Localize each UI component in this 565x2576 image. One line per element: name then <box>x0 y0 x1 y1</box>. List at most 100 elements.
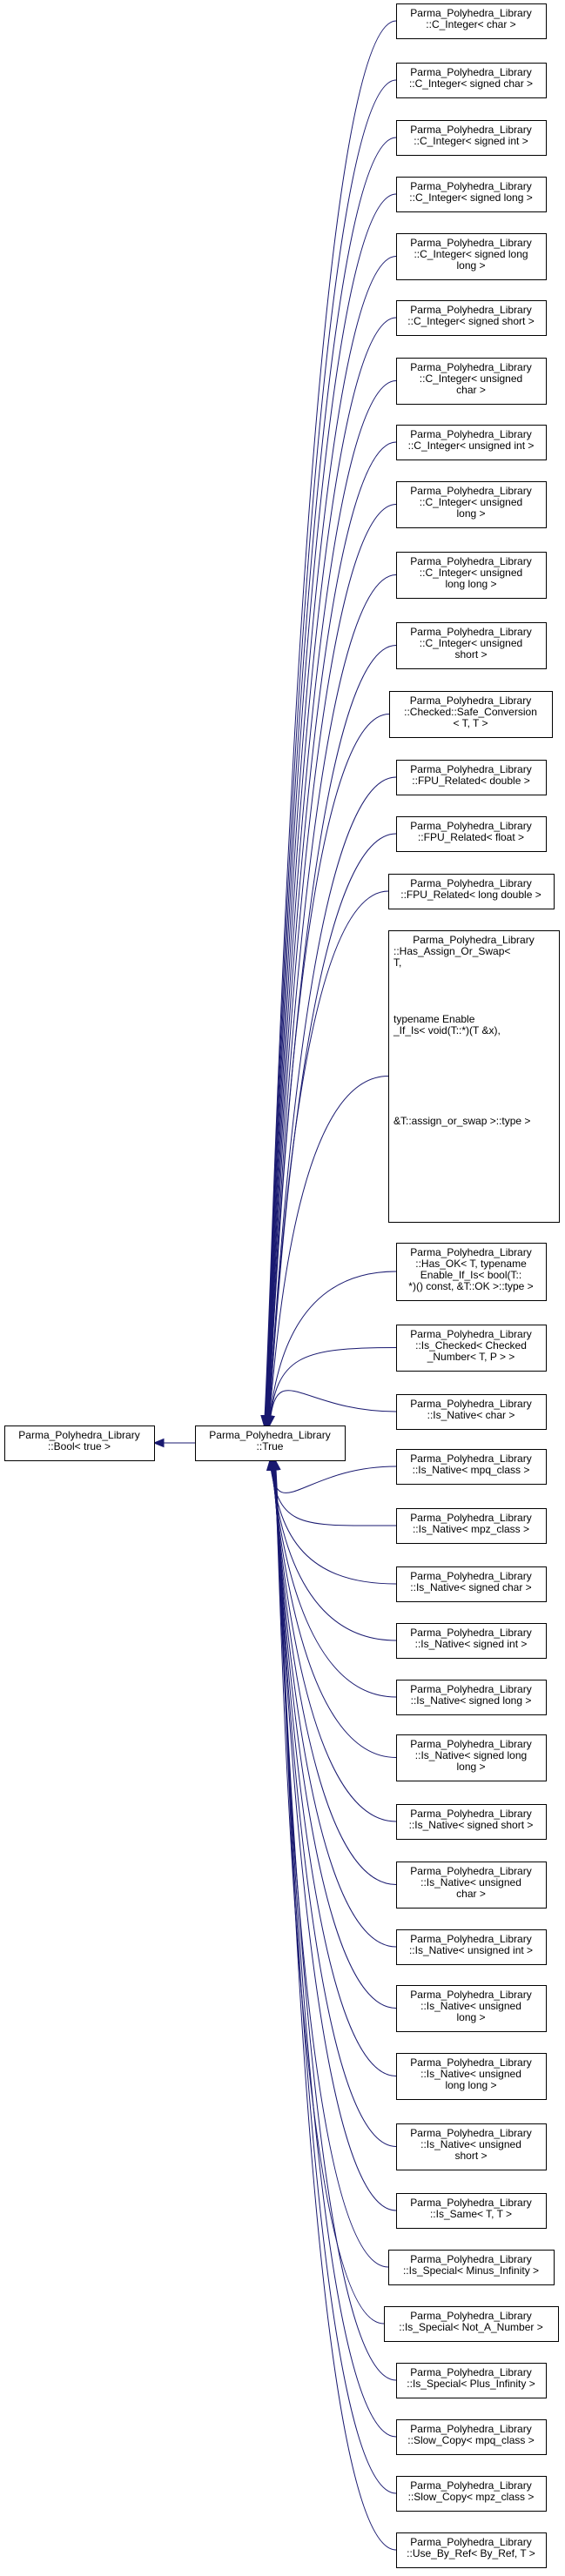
class-node-derived[interactable]: Parma_Polyhedra_Library::C_Integer< unsi… <box>396 425 547 460</box>
class-node-derived[interactable]: Parma_Polyhedra_Library::Is_Native< sign… <box>396 1804 547 1840</box>
node-box <box>195 1426 346 1461</box>
class-node-derived[interactable]: Parma_Polyhedra_Library::Is_Native< mpz_… <box>396 1508 547 1544</box>
class-node-derived[interactable]: Parma_Polyhedra_Library::Slow_Copy< mpz_… <box>396 2476 547 2512</box>
class-node-derived[interactable]: Parma_Polyhedra_Library::Is_Special< Not… <box>384 2306 559 2342</box>
class-node-derived[interactable]: Parma_Polyhedra_Library::Use_By_Ref< By_… <box>396 2532 547 2568</box>
node-box <box>396 2419 547 2455</box>
class-node-derived[interactable]: Parma_Polyhedra_Library::Is_Native< unsi… <box>396 2123 547 2170</box>
node-box <box>396 622 547 669</box>
node-label-line: typename Enable <box>393 1013 475 1025</box>
node-label-line: ::C_Integer< signed long > <box>409 191 532 204</box>
class-node-true[interactable]: Parma_Polyhedra_Library::True <box>195 1426 346 1461</box>
inheritance-edge <box>268 1347 397 1426</box>
node-box <box>396 2476 547 2512</box>
node-label-line: Parma_Polyhedra_Library <box>410 1738 531 1750</box>
node-label-line: ::Is_Native< unsigned <box>420 2138 521 2150</box>
node-label-line: _Number< T, P > > <box>427 1351 515 1363</box>
node-label-line: long > <box>456 2011 485 2023</box>
class-node-derived[interactable]: Parma_Polyhedra_Library::C_Integer< sign… <box>396 233 547 280</box>
node-label-line: Parma_Polyhedra_Library <box>410 1683 531 1695</box>
node-label-line: &T::assign_or_swap >::type > <box>393 1115 530 1127</box>
class-node-derived[interactable]: Parma_Polyhedra_Library::Has_Assign_Or_S… <box>388 930 560 1223</box>
node-box <box>396 1929 547 1965</box>
class-node-derived[interactable]: Parma_Polyhedra_Library::FPU_Related< do… <box>396 760 547 795</box>
node-label-line: Parma_Polyhedra_Library <box>410 1808 531 1820</box>
class-node-derived[interactable]: Parma_Polyhedra_Library::C_Integer< unsi… <box>396 552 547 599</box>
class-node-derived[interactable]: Parma_Polyhedra_Library::Is_Special< Plu… <box>396 2363 547 2398</box>
node-label-line: ::C_Integer< signed int > <box>414 135 528 147</box>
node-label-line: Parma_Polyhedra_Library <box>410 1627 531 1639</box>
class-node-derived[interactable]: Parma_Polyhedra_Library::Is_Native< sign… <box>396 1566 547 1602</box>
node-label-line: ::Is_Native< signed char > <box>410 1581 531 1593</box>
inheritance-edge <box>274 1459 397 2494</box>
inheritance-edge <box>273 1459 397 2381</box>
class-node-derived[interactable]: Parma_Polyhedra_Library::C_Integer< sign… <box>396 300 547 336</box>
class-node-derived[interactable]: Parma_Polyhedra_Library::Slow_Copy< mpq_… <box>396 2419 547 2455</box>
inheritance-edge <box>272 1459 397 1948</box>
node-box <box>396 1394 547 1430</box>
node-label-line: ::C_Integer< unsigned <box>420 637 522 649</box>
class-node-derived[interactable]: Parma_Polyhedra_Library::C_Integer< sign… <box>396 120 547 156</box>
node-label-line: Parma_Polyhedra_Library <box>410 485 531 497</box>
class-node-derived[interactable]: Parma_Polyhedra_Library::Checked::Safe_C… <box>389 691 553 738</box>
node-box <box>396 2363 547 2398</box>
class-node-derived[interactable]: Parma_Polyhedra_Library::C_Integer< unsi… <box>396 481 547 528</box>
node-label-line: ::Is_Native< unsigned int > <box>409 1944 533 1956</box>
inheritance-edge <box>269 1459 397 1493</box>
node-label-line: Parma_Polyhedra_Library <box>410 1452 531 1465</box>
node-label-line: ::FPU_Related< long double > <box>400 889 541 901</box>
node-label-line: Parma_Polyhedra_Library <box>410 626 531 638</box>
class-node-derived[interactable]: Parma_Polyhedra_Library::C_Integer< sign… <box>396 177 547 212</box>
class-node-derived[interactable]: Parma_Polyhedra_Library::C_Integer< unsi… <box>396 622 547 669</box>
node-label-line: ::Is_Native< char > <box>427 1409 515 1421</box>
node-label-line: ::Is_Native< unsigned <box>420 2000 521 2012</box>
inheritance-edges <box>152 20 397 2551</box>
node-label-line: Parma_Polyhedra_Library <box>410 2056 531 2069</box>
node-label-line: Parma_Polyhedra_Library <box>410 1989 531 2001</box>
class-node-derived[interactable]: Parma_Polyhedra_Library::Is_Checked< Che… <box>396 1325 547 1372</box>
class-node-derived[interactable]: Parma_Polyhedra_Library::Is_Native< unsi… <box>396 1862 547 1909</box>
class-node-derived[interactable]: Parma_Polyhedra_Library::Is_Native< unsi… <box>396 1985 547 2032</box>
class-node-derived[interactable]: Parma_Polyhedra_Library::C_Integer< unsi… <box>396 358 547 405</box>
class-node-bool-true[interactable]: Parma_Polyhedra_Library::Bool< true > <box>4 1426 155 1461</box>
inheritance-edge <box>271 1459 397 1822</box>
node-label-line: Parma_Polyhedra_Library <box>410 820 531 832</box>
node-box <box>384 2306 559 2342</box>
node-label-line: ::Is_Checked< Checked <box>415 1339 527 1352</box>
node-label-line: Parma_Polyhedra_Library <box>410 1398 531 1410</box>
class-node-derived[interactable]: Parma_Polyhedra_Library::Is_Native< char… <box>396 1394 547 1430</box>
node-label-line: ::Is_Native< mpz_class > <box>413 1523 529 1535</box>
class-node-derived[interactable]: Parma_Polyhedra_Library::Is_Native< mpq_… <box>396 1449 547 1485</box>
node-box <box>396 1325 547 1372</box>
node-label-line: ::Is_Native< signed long > <box>411 1694 532 1707</box>
node-box <box>396 233 547 280</box>
node-label-line: Parma_Polyhedra_Library <box>410 877 531 889</box>
class-node-derived[interactable]: Parma_Polyhedra_Library::Is_Native< unsi… <box>396 2053 547 2100</box>
node-label-line: ::Is_Special< Plus_Infinity > <box>407 2378 535 2390</box>
class-node-derived[interactable]: Parma_Polyhedra_Library::Is_Native< unsi… <box>396 1929 547 1965</box>
node-box <box>396 481 547 528</box>
class-node-derived[interactable]: Parma_Polyhedra_Library::FPU_Related< lo… <box>388 874 555 909</box>
node-label-line: Parma_Polyhedra_Library <box>410 2366 531 2378</box>
inheritance-edge <box>272 1459 397 2076</box>
node-label-line: *)() const, &T::OK >::type > <box>408 1280 533 1292</box>
node-box <box>396 552 547 599</box>
class-node-derived[interactable]: Parma_Polyhedra_Library::Is_Native< sign… <box>396 1734 547 1781</box>
node-label-line: Parma_Polyhedra_Library <box>410 2310 531 2322</box>
node-label-line: Parma_Polyhedra_Library <box>410 2423 531 2435</box>
node-label-line: T, <box>393 956 401 969</box>
node-box <box>396 1243 547 1301</box>
class-node-derived[interactable]: Parma_Polyhedra_Library::Is_Same< T, T > <box>396 2193 547 2229</box>
class-node-derived[interactable]: Parma_Polyhedra_Library::Has_OK< T, type… <box>396 1243 547 1301</box>
node-label-line: ::C_Integer< signed char > <box>409 77 533 90</box>
class-node-derived[interactable]: Parma_Polyhedra_Library::C_Integer< char… <box>396 3 547 39</box>
node-label-line: Parma_Polyhedra_Library <box>410 180 531 192</box>
class-node-derived[interactable]: Parma_Polyhedra_Library::Is_Native< sign… <box>396 1623 547 1659</box>
class-node-derived[interactable]: Parma_Polyhedra_Library::FPU_Related< fl… <box>396 816 547 852</box>
class-node-derived[interactable]: Parma_Polyhedra_Library::Is_Special< Min… <box>388 2250 555 2285</box>
class-node-derived[interactable]: Parma_Polyhedra_Library::Is_Native< sign… <box>396 1680 547 1715</box>
node-box <box>396 760 547 795</box>
node-label-line: Parma_Polyhedra_Library <box>410 7 531 19</box>
inheritance-edge <box>274 1459 397 2551</box>
class-node-derived[interactable]: Parma_Polyhedra_Library::C_Integer< sign… <box>396 63 547 98</box>
